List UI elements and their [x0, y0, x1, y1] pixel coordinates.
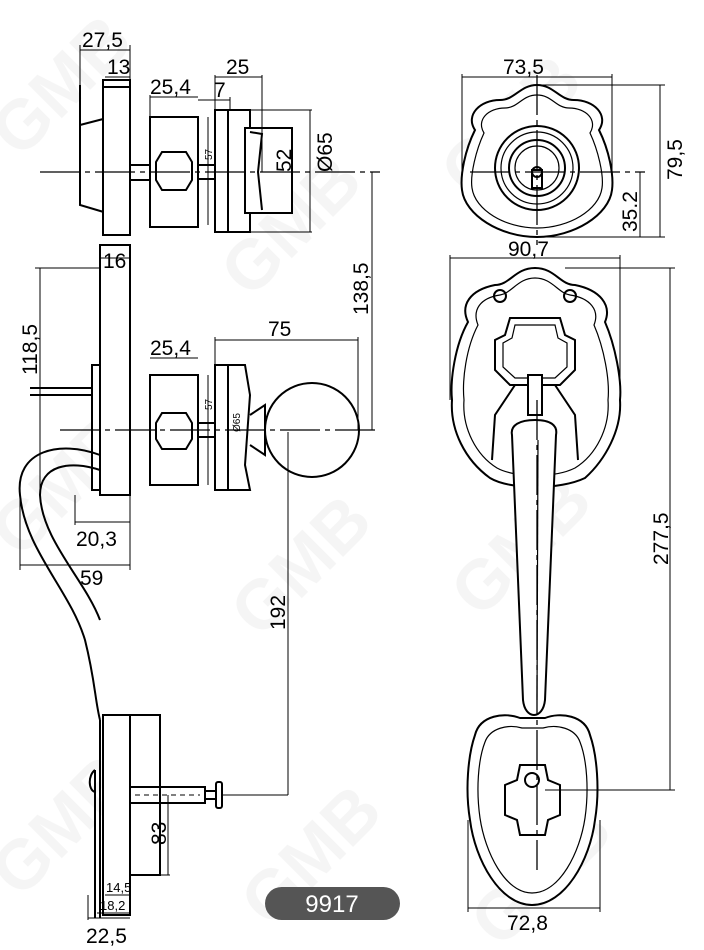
dim-20-3: 20,3: [76, 528, 117, 551]
dim-118-5: 118,5: [19, 324, 42, 375]
dim-83: 83: [148, 822, 171, 845]
dim-14-5: 14,5: [106, 880, 131, 895]
handleset-side-view: [18, 244, 380, 721]
dim-277-5: 277,5: [650, 512, 673, 565]
deadbolt-dimensions: 27,5 13 25,4 7 25 57 52 Ø65 138,5: [79, 29, 373, 430]
svg-text:GMB: GMB: [215, 480, 386, 651]
handleset-dimensions: 16 118,5 25,4 75 57 Ø65 20,3 59 192: [19, 250, 359, 795]
dim-72-8: 72,8: [507, 912, 548, 935]
dim-57-lower: 57: [204, 398, 215, 410]
dim-138-5: 138,5: [350, 262, 373, 315]
front-view-top-dimensions: 73,5 79,5 35.2: [461, 56, 687, 238]
dim-59: 59: [80, 567, 103, 590]
dim-57: 57: [204, 148, 215, 160]
dim-75: 75: [268, 318, 291, 341]
dim-35-2: 35.2: [619, 191, 642, 232]
dim-25-4: 25,4: [150, 76, 191, 99]
model-number-badge: 9917: [265, 887, 400, 920]
dim-diameter-65-lower: Ø65: [232, 413, 243, 432]
deadbolt-side-view: [40, 79, 380, 236]
dim-79-5: 79,5: [664, 139, 687, 180]
thumb-latch-dimensions: 83 14,5 18,2 22,5: [86, 795, 171, 948]
dim-52: 52: [273, 149, 296, 172]
dim-diameter-65: Ø65: [314, 132, 337, 172]
dim-73-5: 73,5: [503, 56, 544, 79]
dim-27-5: 27,5: [82, 29, 123, 52]
front-view-handle-dimensions: 90,7 277,5 72,8: [449, 238, 675, 935]
deadbolt-front-view: [460, 75, 645, 245]
dim-13: 13: [107, 56, 130, 79]
model-number: 9917: [305, 891, 358, 918]
dim-192: 192: [267, 595, 290, 630]
dim-7: 7: [214, 79, 226, 102]
dim-22-5: 22,5: [86, 925, 127, 948]
dim-25: 25: [226, 56, 249, 79]
dim-25-4-lower: 25,4: [150, 337, 191, 360]
dim-18-2: 18,2: [100, 898, 125, 913]
dim-16: 16: [103, 250, 126, 273]
handleset-front-view: [450, 266, 622, 907]
dim-90-7: 90,7: [508, 238, 549, 261]
